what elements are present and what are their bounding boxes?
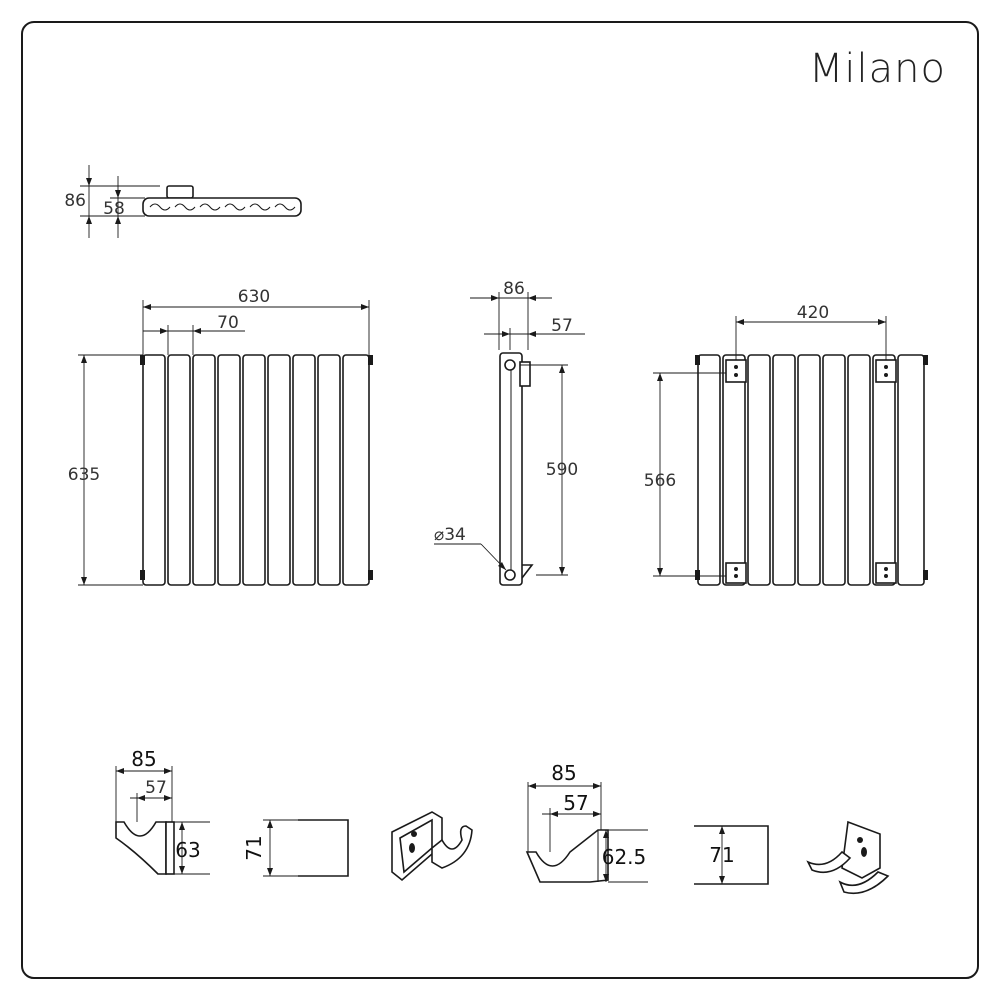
side-pipe-bottom	[504, 569, 516, 581]
rear-columns	[697, 354, 925, 586]
rear-spacing-label: 420	[797, 303, 829, 323]
front-columns	[142, 354, 370, 586]
front-width-label: 630	[238, 287, 270, 307]
bracket-a-inner-label: 57	[145, 778, 167, 798]
rear-view: 420 566	[644, 303, 928, 586]
bracket-b-iso	[806, 820, 890, 895]
front-view: 630 70 635	[68, 287, 373, 586]
bracket-b-iso-plate	[841, 820, 881, 879]
bracket-a-side: 71	[242, 819, 349, 877]
front-cap-br	[368, 570, 373, 580]
top-view-columns	[149, 203, 296, 211]
rear-bracket-bl	[725, 562, 747, 584]
bracket-a-height-label: 63	[175, 838, 200, 862]
top-view-body	[142, 197, 302, 217]
bracket-a-side-label: 71	[242, 835, 266, 860]
top-view-valve	[166, 185, 194, 199]
bracket-a-plate	[165, 821, 175, 875]
side-depth-total-label: 86	[503, 279, 525, 299]
side-pipe-top	[504, 359, 516, 371]
front-cap-tl	[140, 355, 145, 365]
bracket-b-inner-label: 57	[563, 791, 588, 815]
front-cap-tr	[368, 355, 373, 365]
bracket-b-profile	[525, 829, 609, 883]
rear-bracket-tl	[725, 359, 747, 383]
drawing-frame	[21, 21, 979, 979]
bracket-b-iso-hook-bottom	[838, 871, 890, 895]
bracket-a: 85 57 63	[115, 747, 210, 875]
rear-vertical-label: 566	[644, 471, 676, 491]
front-pitch-label: 70	[217, 313, 239, 333]
bracket-b-iso-hook-top	[806, 850, 852, 874]
rear-bracket-br	[875, 562, 897, 584]
side-valve	[519, 361, 531, 387]
bracket-a-iso-cradle	[431, 825, 473, 869]
bracket-b-side: 71	[694, 825, 769, 885]
front-cap-bl	[140, 570, 145, 580]
bracket-a-width-label: 85	[131, 747, 156, 771]
top-depth-panel-label: 58	[103, 199, 125, 219]
side-bracket-bottom	[521, 564, 534, 579]
top-depth-total-label: 86	[64, 191, 86, 211]
side-diameter-label: ⌀34	[434, 525, 466, 545]
bracket-a-iso	[391, 811, 473, 882]
top-view: 86 58	[64, 165, 302, 238]
side-depth-panel-label: 57	[551, 316, 573, 336]
bracket-a-profile	[115, 821, 167, 875]
brand-title: Milano	[809, 46, 946, 92]
side-connection-label: 590	[546, 460, 578, 480]
side-view: 86 57 590 ⌀34	[434, 279, 585, 586]
rear-bracket-tr	[875, 359, 897, 383]
front-height-label: 635	[68, 465, 100, 485]
bracket-b-side-label: 71	[709, 843, 734, 867]
bracket-b-width-label: 85	[551, 761, 576, 785]
bracket-b-height-label: 62.5	[602, 845, 647, 869]
bracket-b: 85 57 62.5	[525, 761, 648, 883]
